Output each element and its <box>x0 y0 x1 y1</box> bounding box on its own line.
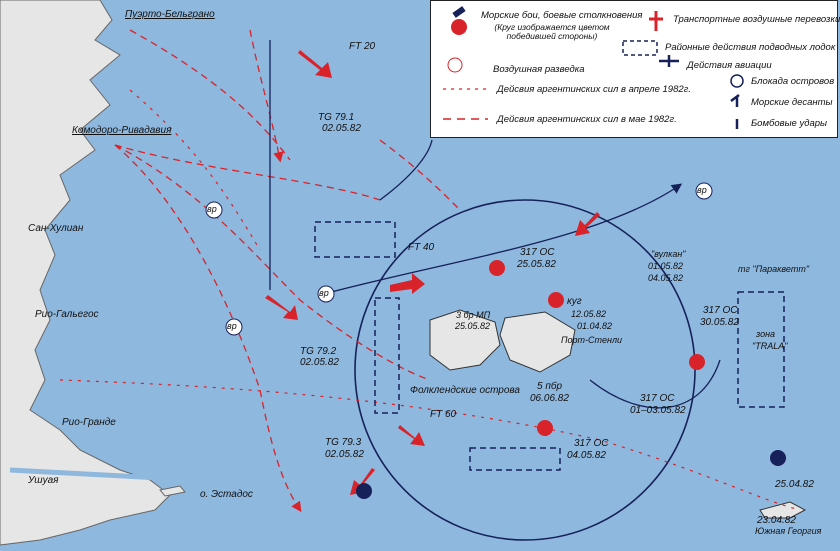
label-os317-a-date: 25.05.82 <box>517 259 556 270</box>
legend-air-ops: Действия авиации <box>687 60 772 71</box>
label-120582: 12.05.82 <box>571 309 607 319</box>
recon-tag-2: вр <box>227 321 237 331</box>
label-vulkan-d1: 01.05.82 <box>648 261 684 271</box>
label-ft20: FT 20 <box>349 41 376 52</box>
legend-naval-note: (Круг изображается цветом победившей сто… <box>494 22 610 42</box>
label-tg792-date: 02.05.82 <box>300 357 339 368</box>
label-010482: 01.04.82 <box>577 321 613 331</box>
recon-tag-3: вр <box>319 288 329 298</box>
label-rio-gallegos: Рио-Гальегос <box>35 309 99 320</box>
recon-tag-4: вр <box>697 185 707 195</box>
label-kug: куг <box>567 296 582 307</box>
may-routes <box>114 29 461 513</box>
label-ft60: FT 60 <box>430 409 457 420</box>
legend-landings: Морские десанты <box>751 97 833 108</box>
label-trala-2: "TRALA" <box>752 341 788 351</box>
map-legend: Морские бои, боевые столкновения (Круг и… <box>430 0 840 138</box>
label-brmp-date: 25.05.82 <box>455 321 491 331</box>
label-os317-d-date: 04.05.82 <box>567 450 606 461</box>
legend-may: Дейсвия аргентинских сил в мае 1982г. <box>497 114 677 125</box>
label-os317-b: 317 ОС <box>703 305 738 316</box>
label-os317-d: 317 ОС <box>574 438 609 449</box>
label-puerto-belgrano: Пуэрто-Бельграно <box>125 9 215 20</box>
label-paraquet: тг "Паракветт" <box>738 264 810 274</box>
legend-air-transport: Транспортные воздушные перевозки <box>673 14 840 25</box>
label-vulkan: "вулкан" <box>651 249 686 259</box>
battle-markers <box>356 20 786 499</box>
blockade-circle <box>354 199 696 541</box>
label-san-julian: Сан-Хулиан <box>28 223 84 234</box>
label-falklands: Фолклендские острова <box>410 385 520 396</box>
legend-submarine: Районные действия подводных лодок <box>665 42 836 53</box>
label-ushuaia: Ушуая <box>28 475 59 486</box>
label-trala-1: зона <box>756 329 776 339</box>
legend-naval-battles: Морские бои, боевые столкновения <box>481 10 643 21</box>
label-comodoro: Комодоро-Ривадавия <box>72 125 172 136</box>
falkland-islands <box>429 309 576 373</box>
recon-tag-1: вр <box>207 204 217 214</box>
south-georgia-island <box>759 501 807 519</box>
label-tg791: TG 79.1 <box>318 112 355 123</box>
label-south-georgia: Южная Георгия <box>755 526 822 536</box>
label-sg-date-a: 25.04.82 <box>775 479 814 490</box>
legend-april: Дейсвия аргентинских сил в апреле 1982г. <box>497 84 691 95</box>
argentina-coast <box>0 0 171 546</box>
tierra-del-fuego-channel <box>9 467 161 481</box>
legend-bombing: Бомбовые удары <box>751 118 828 129</box>
april-routes <box>59 89 801 511</box>
label-ft40: FT 40 <box>408 242 435 253</box>
label-rio-grande: Рио-Гранде <box>62 417 116 428</box>
label-tg791-date: 02.05.82 <box>322 123 361 134</box>
trala-zone <box>737 291 785 408</box>
label-pbr5: 5 пбр <box>537 381 563 392</box>
navy-routes <box>269 40 721 409</box>
label-tg793-date: 02.05.82 <box>325 449 364 460</box>
label-tg792: TG 79.2 <box>300 346 337 357</box>
label-vulkan-d2: 04.05.82 <box>648 273 684 283</box>
recon-circles <box>205 182 713 336</box>
label-os317-b-date: 30.05.82 <box>700 317 739 328</box>
label-brmp: 3 бр МП <box>456 310 491 320</box>
estados-island <box>159 485 186 497</box>
label-os317-c: 317 ОС <box>640 393 675 404</box>
legend-blockade: Блокада островов <box>751 76 835 87</box>
label-sg-date-b: 23.04.82 <box>757 515 796 526</box>
label-os317-c-date: 01–03.05.82 <box>630 405 686 416</box>
legend-symbols <box>443 6 744 129</box>
submarine-zones <box>314 221 561 471</box>
legend-air-recon: Воздушная разведка <box>493 64 585 75</box>
label-estados: о. Эстадос <box>200 489 253 500</box>
attack-arrows <box>265 50 600 495</box>
label-pbr5-date: 06.06.82 <box>530 393 569 404</box>
label-port-stanley: Порт-Стенли <box>561 335 623 345</box>
label-tg793: TG 79.3 <box>325 437 362 448</box>
label-os317-a: 317 ОС <box>520 247 555 258</box>
